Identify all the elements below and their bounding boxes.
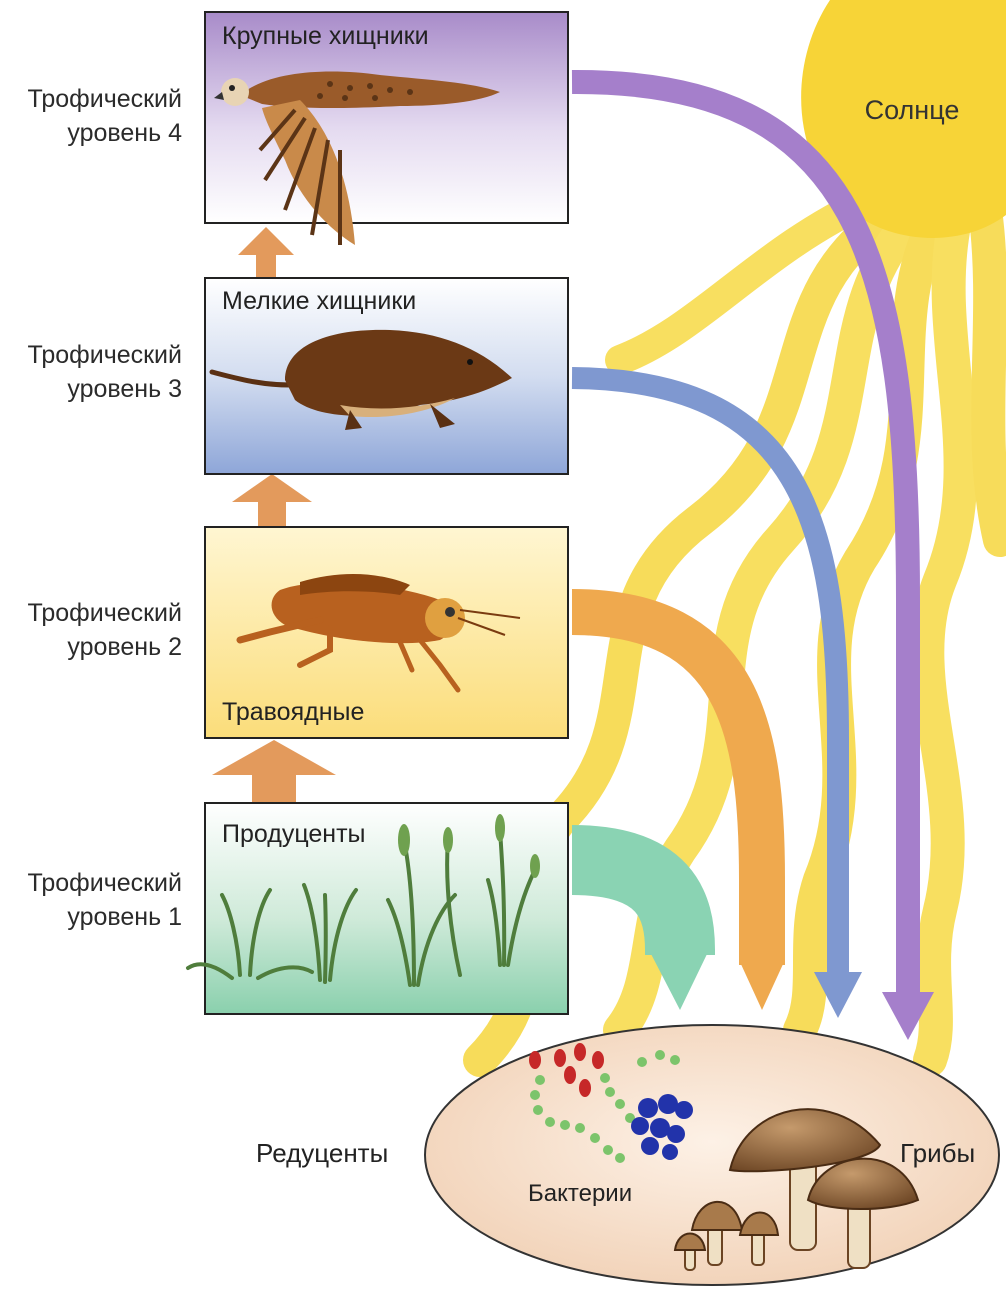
arrow-level1-to-decomposers bbox=[572, 860, 680, 955]
level2-group-title: Травоядные bbox=[222, 698, 364, 727]
level2-label: Трофический уровень 2 bbox=[0, 596, 182, 664]
level3-group-title: Мелкие хищники bbox=[222, 287, 416, 316]
level2-label-line2: уровень 2 bbox=[0, 630, 182, 664]
level3-label-line2: уровень 3 bbox=[0, 372, 182, 406]
level3-label: Трофический уровень 3 bbox=[0, 338, 182, 406]
level3-label-line1: Трофический bbox=[0, 338, 182, 372]
level4-label: Трофический уровень 4 bbox=[0, 82, 182, 150]
arrowhead-level2 bbox=[740, 962, 784, 1010]
fungi-label: Грибы bbox=[900, 1138, 975, 1169]
level1-label-line1: Трофический bbox=[0, 866, 182, 900]
energy-arrow-3-to-4 bbox=[238, 227, 294, 278]
sun-label: Солнце bbox=[865, 95, 960, 125]
energy-arrow-2-to-3 bbox=[232, 474, 312, 527]
level4-label-line2: уровень 4 bbox=[0, 116, 182, 150]
level1-label-line2: уровень 1 bbox=[0, 900, 182, 934]
sun-ray bbox=[985, 210, 1000, 540]
sun-ray bbox=[927, 220, 960, 1060]
decomposers-label: Редуценты bbox=[256, 1138, 388, 1169]
level1-label: Трофический уровень 1 bbox=[0, 866, 182, 934]
level1-group-title: Продуценты bbox=[222, 820, 365, 849]
level2-label-line1: Трофический bbox=[0, 596, 182, 630]
level4-label-line1: Трофический bbox=[0, 82, 182, 116]
bacteria-label: Бактерии bbox=[528, 1180, 632, 1208]
energy-arrow-1-to-2 bbox=[212, 740, 336, 803]
level4-group-title: Крупные хищники bbox=[222, 22, 429, 51]
